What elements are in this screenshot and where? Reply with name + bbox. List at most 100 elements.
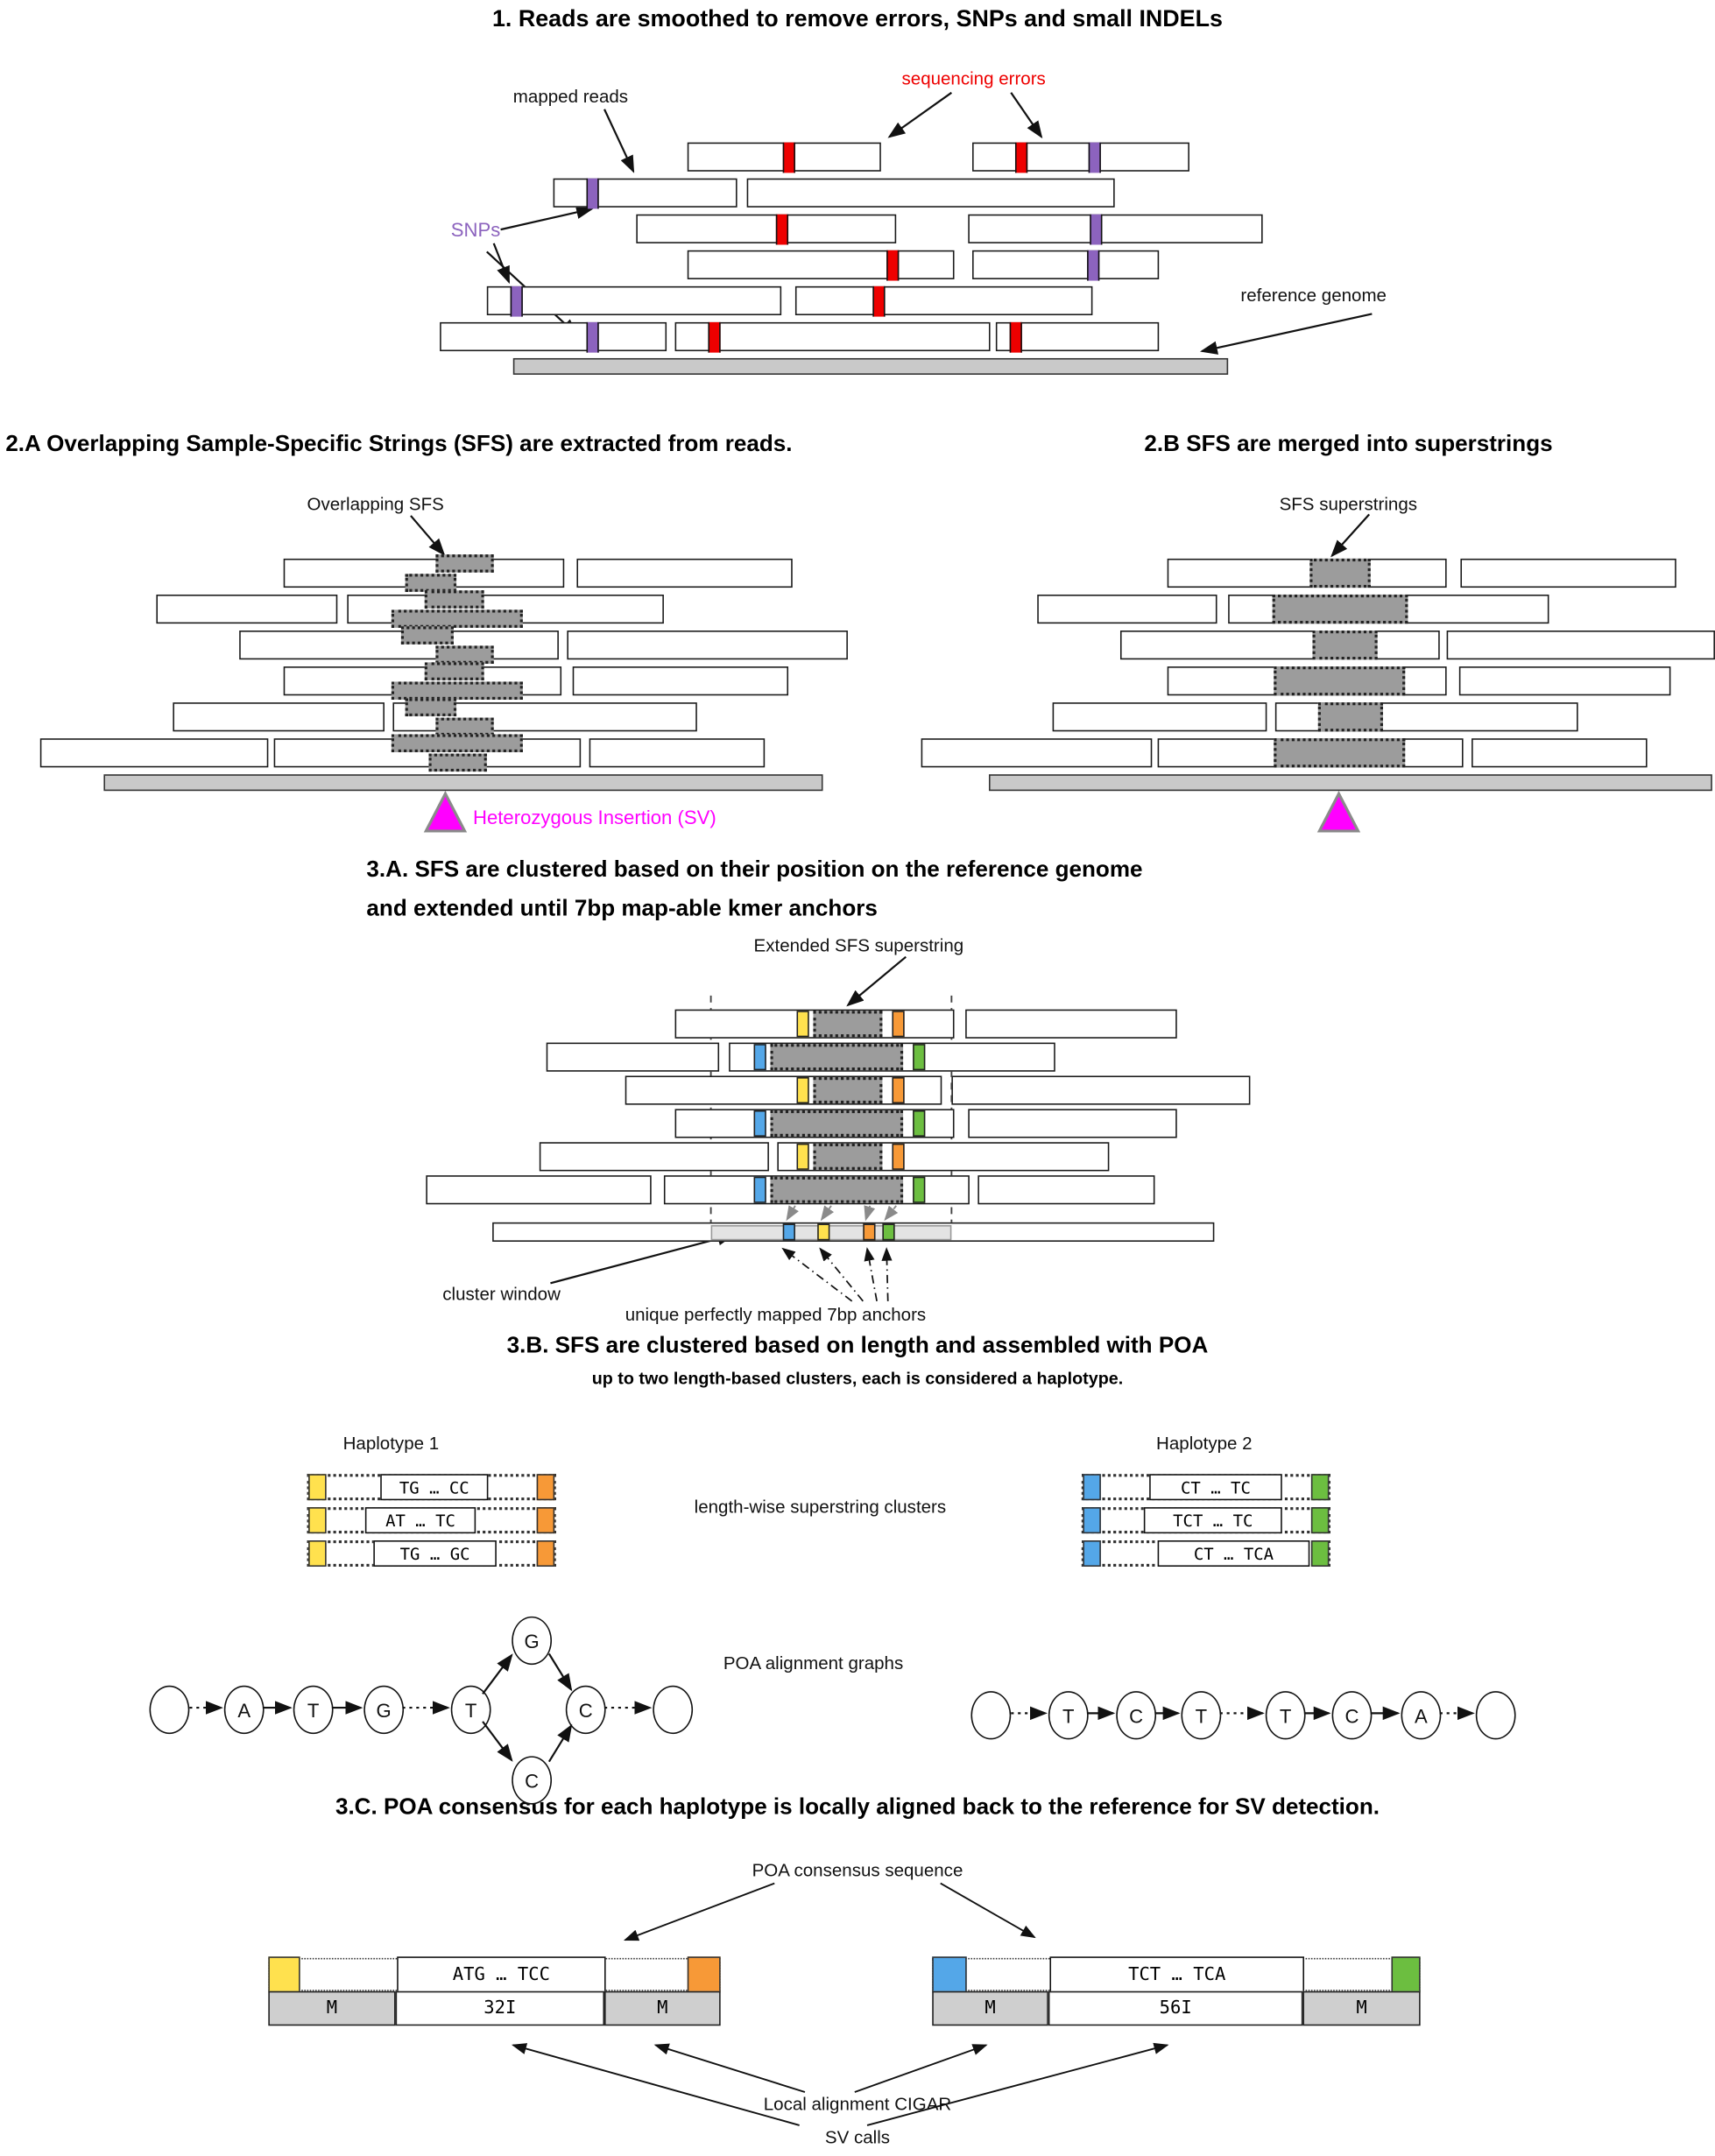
poa-graphs-label: POA alignment graphs	[723, 1652, 904, 1673]
sequencing-error-mark	[872, 285, 886, 316]
read-box	[486, 285, 782, 316]
read-box	[553, 177, 738, 208]
sequencing-error-mark	[1009, 321, 1022, 352]
extended-read-box	[951, 1075, 1251, 1105]
read-box	[1119, 631, 1440, 660]
snp-mark	[586, 177, 599, 208]
anchor-orange-square	[536, 1540, 555, 1568]
poa-node: G	[363, 1685, 405, 1735]
poa-edge	[547, 1723, 573, 1763]
section2b-title: 2.B SFS are merged into superstrings	[1144, 431, 1553, 457]
read-box	[1458, 666, 1671, 696]
sequencing-error-mark	[708, 321, 721, 352]
poa-node: C	[512, 1756, 553, 1805]
sv-calls-label: SV calls	[824, 2126, 891, 2148]
anchor-pointer	[864, 1247, 878, 1301]
hap2-cluster-row: CT … TCA	[1081, 1540, 1330, 1568]
hap2-consensus-row: TCT … TCA	[932, 1956, 1421, 1993]
hap1-cluster-row: TG … CC	[307, 1474, 556, 1501]
extended-sfs-block	[770, 1044, 904, 1071]
sequencing-error-mark	[1014, 141, 1028, 173]
extended-read-box	[546, 1042, 720, 1072]
superstring-block	[1274, 666, 1406, 696]
section3b-subtitle: up to two length-based clusters, each is…	[591, 1369, 1124, 1389]
snp-arrow	[500, 205, 594, 231]
superstring-block	[1274, 738, 1406, 768]
extended-read-box	[965, 1009, 1177, 1039]
sfs-fragment-block	[424, 662, 484, 680]
poa2-end-node	[1475, 1691, 1516, 1740]
section2a-title: 2.A Overlapping Sample-Specific Strings …	[5, 431, 793, 457]
poa-node: A	[1401, 1691, 1442, 1740]
anchor-connector	[786, 1205, 799, 1222]
anchor-pointer	[781, 1247, 853, 1302]
read-box	[968, 213, 1263, 244]
extended-sfs-block	[813, 1011, 883, 1038]
ref-kmer-anchor-orange	[863, 1223, 876, 1241]
read-box	[1446, 631, 1715, 660]
kmer-anchor-orange	[892, 1077, 905, 1104]
kmer-anchor-blue	[753, 1110, 766, 1137]
hap2-consensus-box: TCT … TCA	[1049, 1956, 1304, 1993]
cigar-cell-insertion: 56I	[1048, 1990, 1303, 2026]
anchor-orange-square	[536, 1507, 555, 1534]
cluster-window-region	[710, 1224, 952, 1240]
read-box	[1052, 702, 1267, 732]
anchor-blue-square	[1083, 1474, 1101, 1501]
kmer-anchor-orange	[892, 1143, 905, 1170]
cigar-label: Local alignment CIGAR	[763, 2093, 952, 2115]
anchor-orange-square	[536, 1474, 555, 1501]
anchors-label: unique perfectly mapped 7bp anchors	[625, 1303, 927, 1325]
kmer-anchor-green	[913, 1176, 926, 1203]
read-box	[1472, 738, 1648, 768]
anchor-yellow-square	[308, 1474, 327, 1501]
poa-node: G	[512, 1616, 553, 1666]
read-box	[995, 321, 1160, 352]
overlapping-sfs-label: Overlapping SFS	[307, 493, 444, 515]
mapped-reads-arrow	[603, 109, 635, 173]
read-box	[39, 738, 269, 768]
snp-mark	[1088, 141, 1101, 173]
snps-label: SNPs	[450, 218, 501, 241]
kmer-anchor-yellow	[796, 1011, 809, 1038]
poa-node: T	[450, 1685, 491, 1735]
anchor-connector	[884, 1205, 899, 1222]
read-box	[636, 213, 897, 244]
sfs-fragment-block	[391, 609, 523, 628]
length-wise-clusters-label: length-wise superstring clusters	[694, 1496, 947, 1518]
extended-read-box	[625, 1075, 942, 1105]
poa-node: T	[1048, 1691, 1089, 1740]
poa-edge	[482, 1721, 513, 1762]
hap2-cluster-row: CT … TC	[1081, 1474, 1330, 1501]
anchor-yellow-square	[308, 1540, 327, 1568]
section3c-title: 3.C. POA consensus for each haplotype is…	[335, 1794, 1380, 1820]
poa1-end-node	[653, 1685, 694, 1735]
hap2-cigar-row: M 56I M	[932, 1990, 1421, 2026]
reference-genome-bar	[512, 357, 1229, 375]
ref-kmer-anchor-green	[882, 1223, 895, 1241]
sequencing-error-mark	[775, 213, 789, 244]
hap1-consensus-row: ATG … TCC	[268, 1956, 721, 1993]
read-box	[794, 285, 1093, 316]
reference-genome-bar	[988, 774, 1712, 792]
superstring-block	[1272, 594, 1408, 624]
poa-node: C	[1116, 1691, 1157, 1740]
section3a-title-line2: and extended until 7bp map-able kmer anc…	[366, 896, 878, 921]
sfs-fragment-block	[435, 717, 494, 736]
kmer-anchor-blue	[753, 1176, 766, 1203]
read-box	[156, 594, 338, 624]
extended-read-box	[539, 1142, 769, 1172]
read-box	[921, 738, 1153, 768]
anchor-green-square	[1391, 1956, 1421, 1993]
read-box	[1167, 558, 1447, 588]
read-box	[674, 321, 991, 352]
sfs-fragment-block	[400, 626, 454, 645]
sfs-fragment-block	[428, 753, 487, 772]
sfs-superstrings-label: SFS superstrings	[1279, 493, 1418, 515]
hap2-cluster-row: TCT … TC	[1081, 1507, 1330, 1534]
poa1-start-node	[149, 1685, 190, 1735]
anchor-yellow-square	[268, 1956, 300, 1993]
sequencing-error-arrow	[1010, 92, 1043, 139]
cluster-window-arrow	[550, 1232, 736, 1285]
cigar-cell-m: M	[1302, 1990, 1421, 2026]
